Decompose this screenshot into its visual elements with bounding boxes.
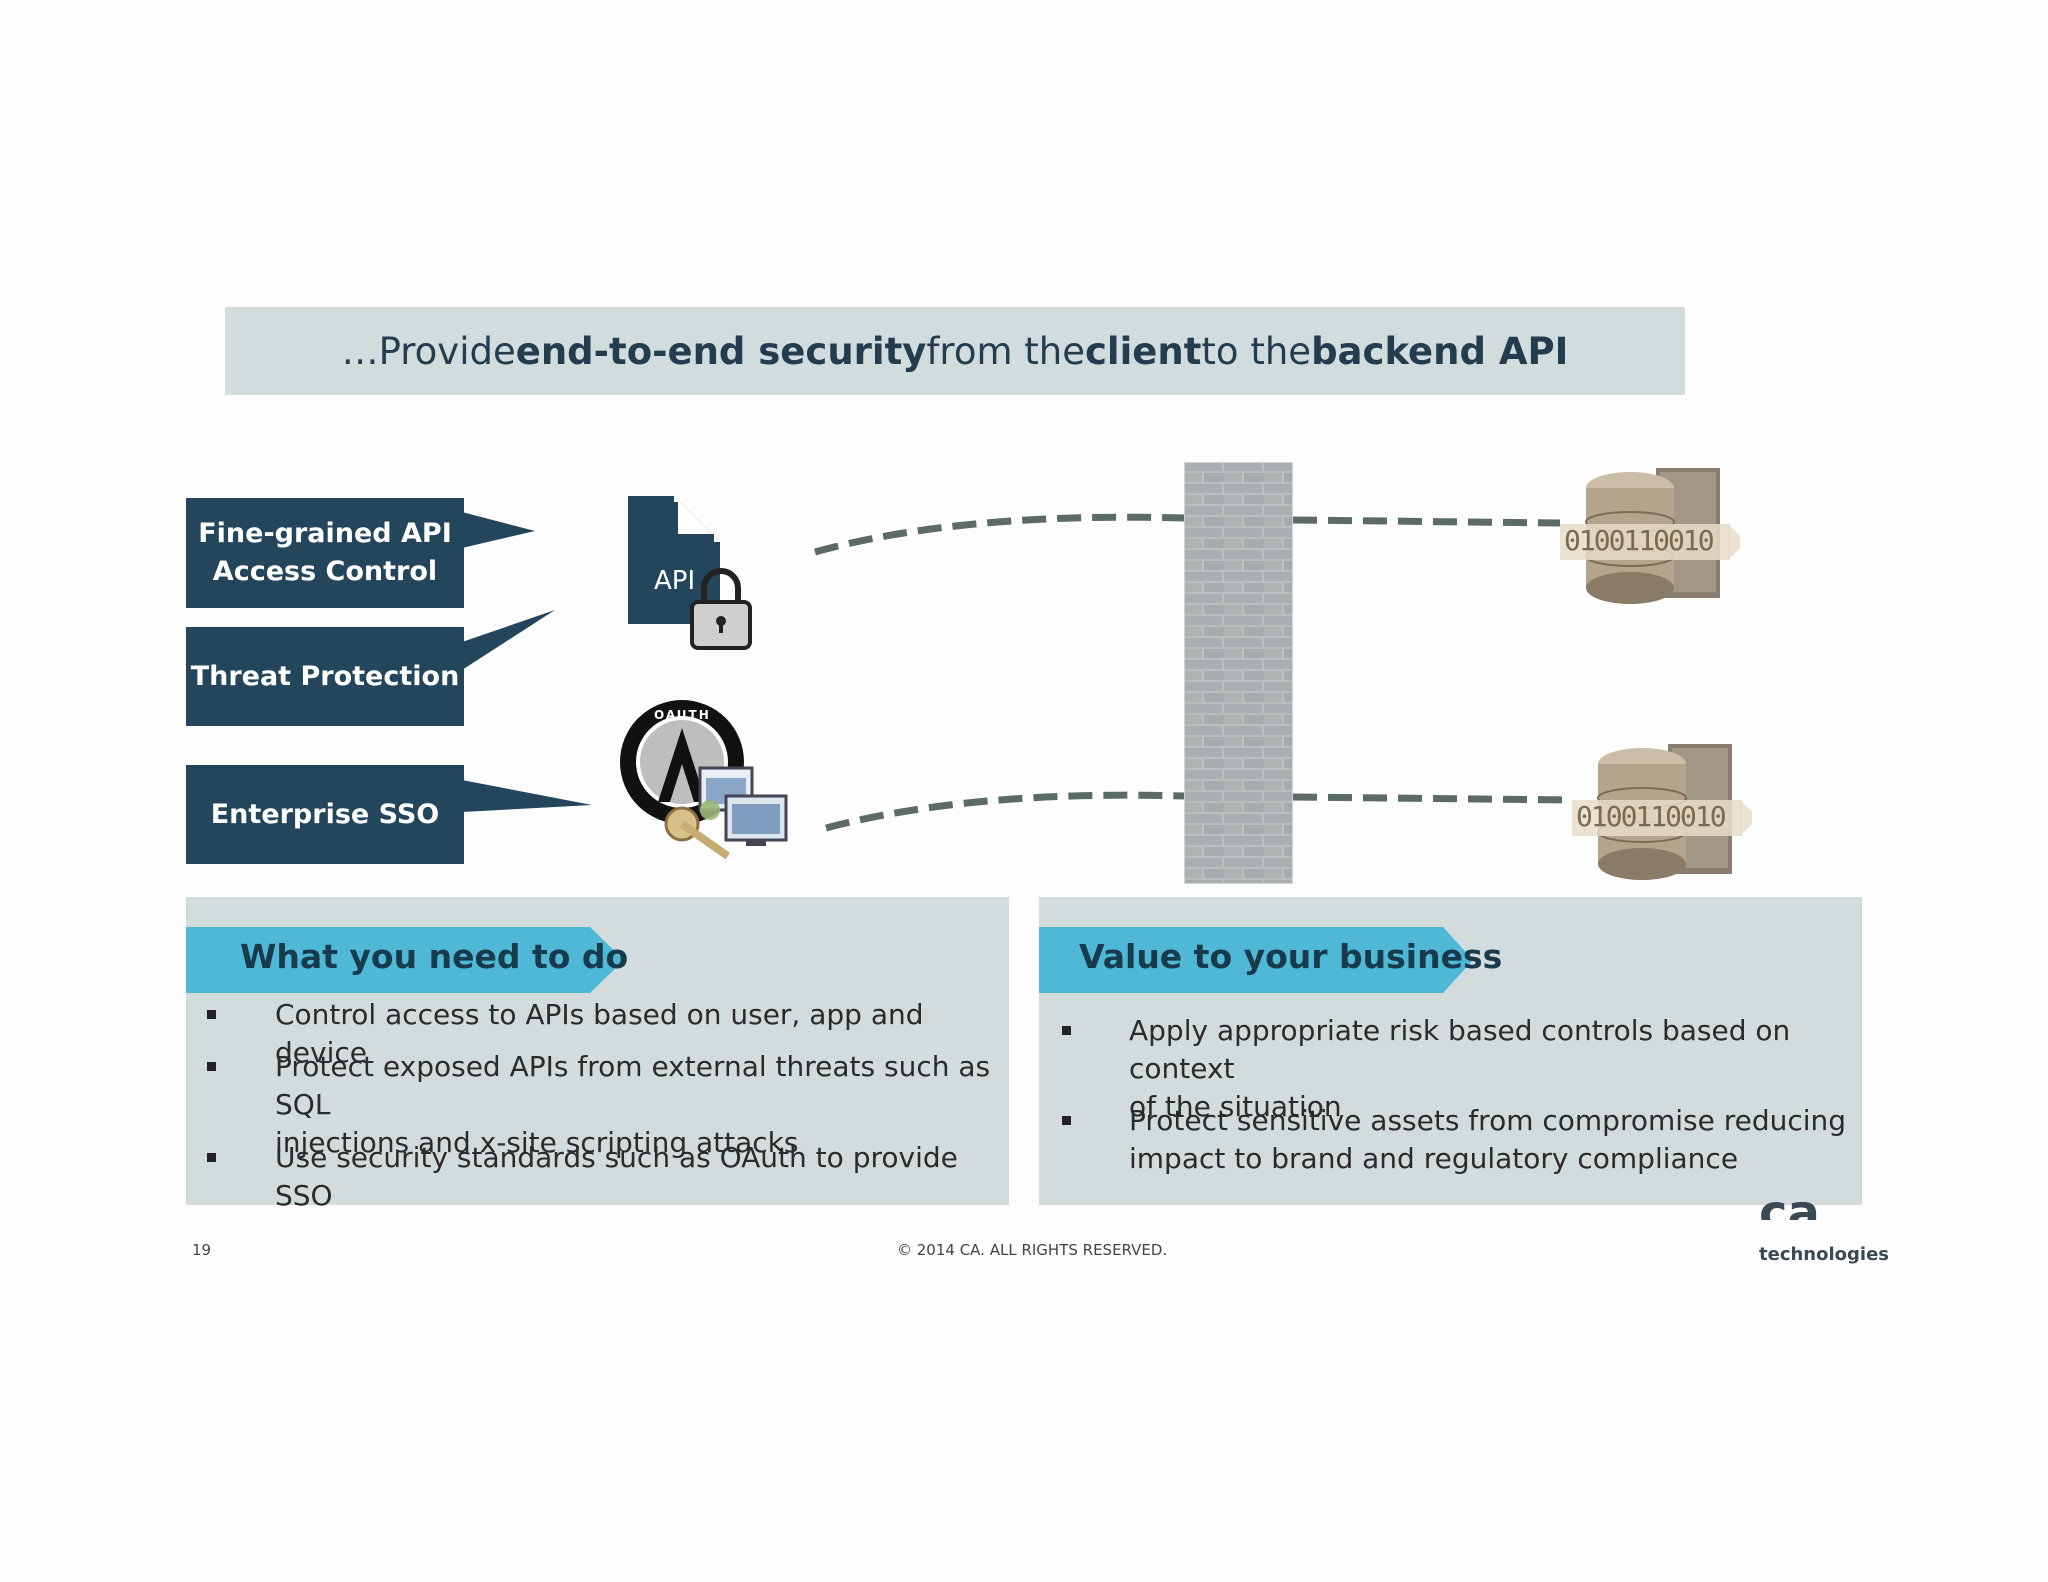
db-binary-top: 0100110010 [1564, 524, 1715, 557]
left-bullet-2-line2: injections and x-site scripting attacks [275, 1126, 799, 1159]
api-doc-label: API [654, 566, 696, 596]
headline-bold-1: end-to-end security [515, 329, 927, 373]
left-bullet-1: Control access to APIs based on user, ap… [275, 996, 1009, 1072]
right-bullet-1: Apply appropriate risk based controls ba… [1129, 1012, 1862, 1126]
db-binary-bottom: 0100110010 [1576, 800, 1727, 833]
bullet-marker [207, 1010, 216, 1019]
bullet-marker [1062, 1116, 1071, 1125]
panel-title-left: What you need to do [240, 937, 629, 976]
bullet-marker [1062, 1026, 1071, 1035]
left-bullet-3-text: Use security standards such as OAuth to … [275, 1141, 958, 1212]
bullet-marker [207, 1153, 216, 1162]
right-bullet-1-line2: of the situation [1129, 1090, 1342, 1123]
callout-threat-protection: Threat Protection [186, 627, 464, 726]
left-bullet-3: Use security standards such as OAuth to … [275, 1139, 1009, 1215]
ca-technologies-logo: ca technologies [1755, 1190, 1889, 1268]
dashed-line-bottom-right [1292, 793, 1571, 804]
left-bullet-2-line1: Protect exposed APIs from external threa… [275, 1050, 991, 1121]
pointer-fine-grained [462, 512, 535, 548]
api-document-icon [628, 496, 752, 650]
logo-mark: ca [1759, 1190, 1820, 1220]
backend-database-top: 0100110010 [1560, 464, 1746, 608]
panel-tag-arrow [1039, 927, 1473, 993]
panel-tag-arrow [186, 927, 624, 993]
callout-fine-grained-line1: Fine-grained API [198, 518, 452, 549]
callout-enterprise-sso: Enterprise SSO [186, 765, 464, 864]
dashed-line-top-right [1292, 516, 1561, 527]
pointer-sso [462, 780, 592, 812]
copyright-text: © 2014 CA. ALL RIGHTS RESERVED. [897, 1241, 1168, 1259]
callout-threat-label: Threat Protection [190, 660, 460, 692]
panel-value-to-business: Value to your business Apply appropriate… [1039, 897, 1862, 1205]
database-server-icon [1560, 468, 1746, 604]
right-bullet-2-line2: impact to brand and regulatory complianc… [1129, 1142, 1739, 1175]
bullet-marker [207, 1062, 216, 1071]
right-bullet-2: Protect sensitive assets from compromise… [1129, 1102, 1846, 1178]
dashed-line-top-left [814, 513, 1186, 556]
headline-bold-3: backend API [1311, 329, 1569, 373]
pointer-threat [462, 610, 555, 670]
panel-title-right: Value to your business [1079, 937, 1503, 976]
left-bullet-1-text: Control access to APIs based on user, ap… [275, 998, 924, 1069]
oauth-badge-icon [620, 700, 788, 860]
callout-fine-grained-line2: Access Control [212, 556, 438, 587]
right-bullet-1-line1: Apply appropriate risk based controls ba… [1129, 1014, 1791, 1085]
headline-mid-1: from the [926, 329, 1085, 373]
right-bullet-2-line1: Protect sensitive assets from compromise… [1129, 1104, 1847, 1137]
headline-banner: …Provide end-to-end security from the cl… [225, 307, 1685, 395]
brick-wall-icon [1183, 461, 1294, 885]
headline-bold-2: client [1085, 329, 1202, 373]
panel-what-you-need: What you need to do Control access to AP… [186, 897, 1009, 1212]
page-number: 19 [192, 1241, 212, 1259]
firewall-wall [1183, 461, 1294, 885]
dashed-line-bottom-left [825, 791, 1186, 832]
headline-mid-2: to the [1201, 329, 1312, 373]
api-lock-icon: API [626, 494, 756, 660]
backend-database-bottom: 0100110010 [1572, 740, 1758, 884]
oauth-sso-icon: OAUTH [618, 698, 798, 878]
callout-fine-grained: Fine-grained API Access Control [186, 498, 464, 608]
callout-sso-label: Enterprise SSO [210, 798, 440, 830]
left-bullet-2: Protect exposed APIs from external threa… [275, 1048, 1009, 1162]
database-server-icon [1572, 744, 1758, 880]
oauth-label: OAUTH [654, 708, 711, 722]
logo-wordmark: technologies [1759, 1244, 1889, 1265]
headline-prefix: …Provide [341, 329, 516, 373]
